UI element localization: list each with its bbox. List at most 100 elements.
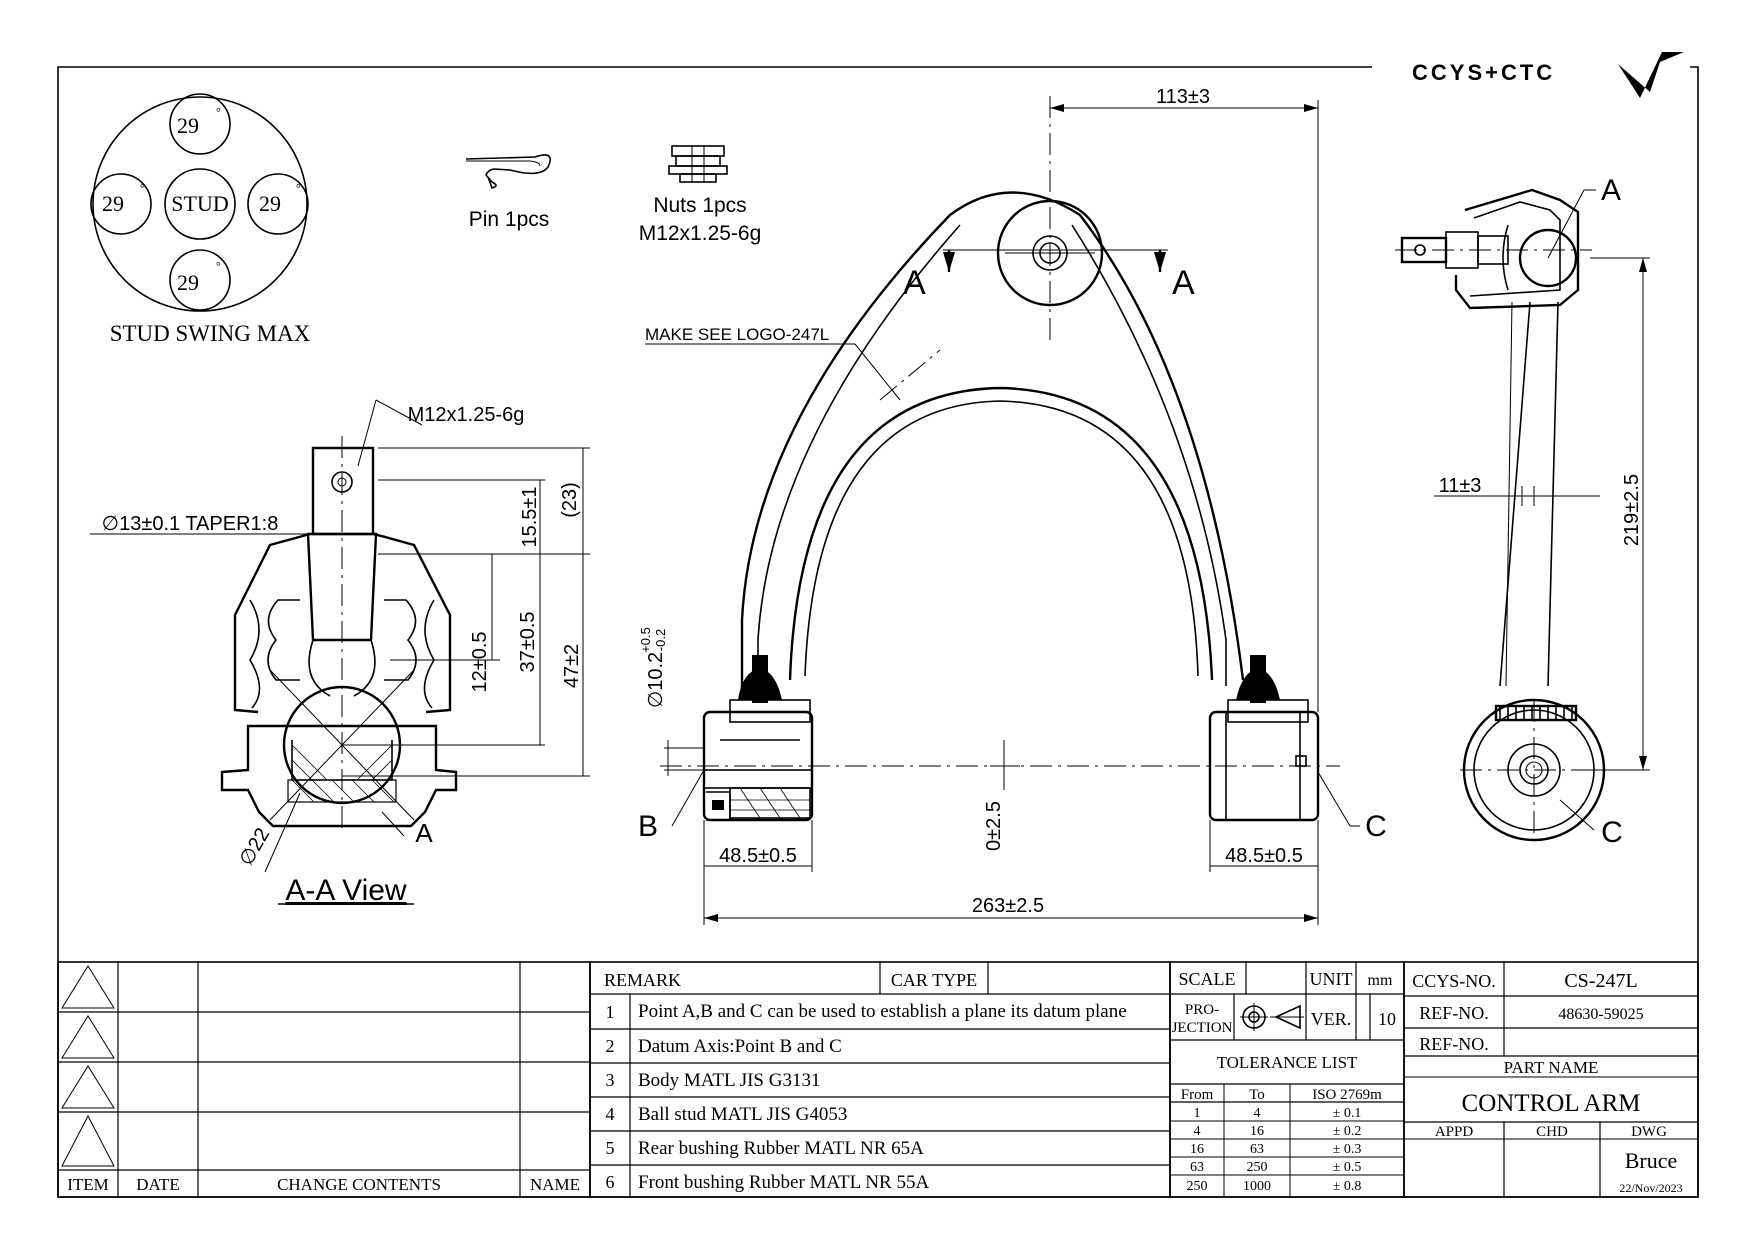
section-point-a: A bbox=[415, 818, 433, 848]
point-c-side: C bbox=[1601, 816, 1623, 849]
dim-bore-tol-upper: +0.5 bbox=[638, 627, 653, 653]
section-view-aa: M12x1.25-6g ∅13±0.1 TAPER1:8 15.5±1 (23)… bbox=[90, 399, 590, 907]
dim-113: 113±3 bbox=[1156, 86, 1210, 108]
dim-263: 263±2.5 bbox=[972, 895, 1044, 917]
tol-header-from: From bbox=[1181, 1087, 1214, 1103]
remark-text-1: Point A,B and C can be used to establish… bbox=[638, 1001, 1127, 1022]
ref-no-value: 48630-59025 bbox=[1558, 1006, 1643, 1023]
ccys-no-label: CCYS-NO. bbox=[1412, 971, 1496, 991]
tol-row-5-iso: ± 0.8 bbox=[1333, 1179, 1362, 1194]
part-name-label: PART NAME bbox=[1504, 1058, 1599, 1077]
remark-text-4: Ball stud MATL JIS G4053 bbox=[638, 1104, 847, 1125]
remarks-table: REMARK CAR TYPE 1 Point A,B and C can be… bbox=[589, 961, 1171, 1198]
chd-label: CHD bbox=[1536, 1124, 1568, 1140]
stud-swing-diagram: STUD 29 29 29 29 ° ° ° ° STUD SWING MAX bbox=[90, 93, 311, 346]
remark-text-6: Front bushing Rubber MATL NR 55A bbox=[638, 1172, 929, 1193]
rev-header-name: NAME bbox=[530, 1175, 580, 1194]
degree-mark-bottom: ° bbox=[216, 259, 221, 273]
appd-label: APPD bbox=[1435, 1124, 1474, 1140]
dim-bore: ∅10.2 bbox=[645, 652, 667, 708]
dim-22: ∅22 bbox=[235, 824, 274, 869]
tol-row-3-iso: ± 0.3 bbox=[1333, 1142, 1362, 1157]
projection-label-2: JECTION bbox=[1172, 1020, 1233, 1036]
front-view: A A MAKE SEE LOGO-247L bbox=[638, 86, 1387, 925]
dim-11: 11±3 bbox=[1439, 475, 1482, 497]
dim-48-right: 48.5±0.5 bbox=[1225, 845, 1303, 867]
rev-header-contents: CHANGE CONTENTS bbox=[277, 1175, 441, 1194]
remark-text-5: Rear bushing Rubber MATL NR 65A bbox=[638, 1138, 924, 1159]
tol-row-2-iso: ± 0.2 bbox=[1333, 1124, 1362, 1139]
spec-block: SCALE UNIT mm PRO- JECTION VER. 10 TOLER… bbox=[1169, 961, 1405, 1198]
dwg-label: DWG bbox=[1631, 1124, 1667, 1140]
section-view-title: A-A View bbox=[285, 874, 407, 907]
tol-row-1-from: 1 bbox=[1194, 1106, 1201, 1121]
remark-no-6: 6 bbox=[606, 1172, 615, 1192]
part-name-value: CONTROL ARM bbox=[1462, 1090, 1641, 1117]
swing-angle-top: 29 bbox=[177, 113, 199, 138]
logo-note: MAKE SEE LOGO-247L bbox=[645, 325, 829, 344]
stud-center-circle bbox=[164, 168, 236, 240]
dim-48-left: 48.5±0.5 bbox=[719, 845, 797, 867]
tol-row-1-iso: ± 0.1 bbox=[1333, 1106, 1362, 1121]
dim-15-5: 15.5±1 bbox=[519, 486, 541, 547]
tol-row-1-to: 4 bbox=[1254, 1106, 1261, 1121]
tol-row-2-to: 16 bbox=[1250, 1124, 1264, 1139]
dim-37: 37±0.5 bbox=[517, 611, 539, 672]
ver-label: VER. bbox=[1311, 1009, 1352, 1029]
nuts-label: Nuts 1pcs bbox=[653, 194, 746, 217]
point-b: B bbox=[638, 810, 658, 843]
revision-table: ITEM DATE CHANGE CONTENTS NAME bbox=[57, 961, 591, 1198]
tol-row-3-from: 16 bbox=[1190, 1142, 1204, 1157]
point-c-front: C bbox=[1365, 810, 1387, 843]
side-point-a: A bbox=[1601, 174, 1621, 207]
remark-no-3: 3 bbox=[606, 1070, 615, 1090]
swing-caption: STUD SWING MAX bbox=[110, 321, 311, 346]
dim-bore-tol-lower: -0.2 bbox=[653, 629, 668, 651]
tol-row-5-from: 250 bbox=[1187, 1179, 1208, 1194]
thread-spec-label: M12x1.25-6g bbox=[408, 404, 525, 426]
rev-header-item: ITEM bbox=[67, 1175, 109, 1194]
tol-row-4-iso: ± 0.5 bbox=[1333, 1160, 1362, 1175]
title-block: CCYS-NO. CS-247L REF-NO. 48630-59025 REF… bbox=[1403, 961, 1699, 1198]
remark-no-5: 5 bbox=[606, 1138, 615, 1158]
remark-no-1: 1 bbox=[606, 1002, 615, 1022]
drawer-name: Bruce bbox=[1625, 1148, 1678, 1173]
drawing-date: 22/Nov/2023 bbox=[1619, 1181, 1682, 1195]
side-view: A C 219±2.5 11±3 bbox=[1395, 174, 1650, 849]
tol-header-to: To bbox=[1249, 1087, 1265, 1103]
unit-value: mm bbox=[1368, 972, 1393, 989]
dim-219: 219±2.5 bbox=[1621, 474, 1643, 546]
section-marker-a-left: A bbox=[903, 264, 926, 302]
remark-text-2: Datum Axis:Point B and C bbox=[638, 1036, 842, 1057]
company-logo: CCYS+CTC bbox=[1412, 52, 1684, 98]
tol-row-5-to: 1000 bbox=[1243, 1179, 1271, 1194]
degree-mark-top: ° bbox=[216, 105, 221, 119]
tol-row-3-to: 63 bbox=[1250, 1142, 1264, 1157]
dim-23: (23) bbox=[559, 482, 581, 518]
ccys-no-value: CS-247L bbox=[1564, 970, 1637, 992]
tol-header-iso: ISO 2769m bbox=[1312, 1087, 1382, 1103]
nuts-thread-label: M12x1.25-6g bbox=[639, 222, 762, 245]
swing-angle-right: 29 bbox=[259, 191, 281, 216]
remark-header: REMARK bbox=[604, 970, 681, 990]
taper-spec-label: ∅13±0.1 TAPER1:8 bbox=[102, 513, 279, 535]
ver-value: 10 bbox=[1378, 1009, 1396, 1029]
dim-12: 12±0.5 bbox=[469, 631, 491, 692]
ref-no-label-2: REF-NO. bbox=[1419, 1034, 1489, 1054]
projection-symbol-icon bbox=[1240, 1003, 1304, 1031]
tolerance-title: TOLERANCE LIST bbox=[1217, 1053, 1358, 1072]
pin-label: Pin 1pcs bbox=[469, 208, 550, 231]
dim-0: 0±2.5 bbox=[983, 801, 1005, 851]
degree-mark-left: ° bbox=[140, 181, 145, 195]
logo-text: CCYS+CTC bbox=[1412, 60, 1555, 85]
tol-row-2-from: 4 bbox=[1194, 1124, 1201, 1139]
dim-47: 47±2 bbox=[561, 644, 583, 688]
remark-no-4: 4 bbox=[606, 1104, 615, 1124]
ref-no-label: REF-NO. bbox=[1419, 1003, 1489, 1023]
swing-angle-left: 29 bbox=[102, 191, 124, 216]
swing-angle-bottom: 29 bbox=[177, 270, 199, 295]
remark-text-3: Body MATL JIS G3131 bbox=[638, 1070, 820, 1091]
unit-label: UNIT bbox=[1310, 969, 1353, 989]
tol-row-4-from: 63 bbox=[1190, 1160, 1204, 1175]
